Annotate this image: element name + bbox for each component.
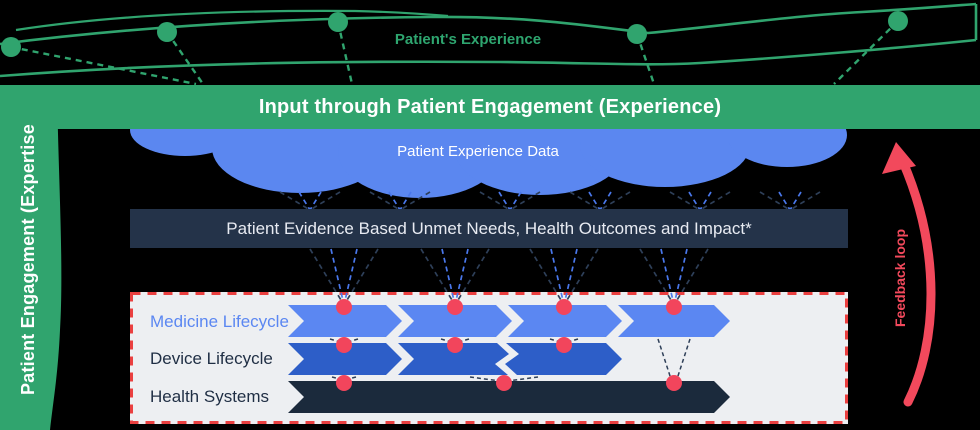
medicine-lifecycle-label: Medicine Lifecycle — [150, 312, 289, 331]
dashed-connector — [778, 191, 791, 211]
left-bar-title: Patient Engagement (Expertise — [17, 123, 38, 395]
medicine-segment — [618, 305, 730, 337]
dashed-connector — [329, 338, 345, 344]
device-segment — [505, 343, 622, 375]
dashed-connector — [454, 248, 469, 306]
dashed-connector — [599, 191, 612, 211]
evidence-bar — [130, 209, 848, 248]
dashed-connector — [588, 191, 601, 211]
dashed-connector — [789, 191, 802, 211]
dashed-connector — [399, 191, 431, 211]
dashed-connector — [699, 191, 712, 211]
medicine-touchpoint-dot — [666, 299, 682, 315]
top-bar-title: Input through Patient Engagement (Experi… — [258, 95, 722, 118]
dashed-connector — [309, 191, 341, 211]
lifecycle-arrows — [288, 299, 730, 413]
dashed-connector — [309, 248, 345, 306]
dashed-connector — [498, 191, 511, 211]
ribbon-dashed-trails — [10, 20, 899, 86]
dashed-connector — [441, 248, 456, 306]
dashed-connector — [369, 191, 401, 211]
dashed-connector — [279, 191, 311, 211]
input-engagement-bar — [0, 85, 980, 129]
dashed-connector — [330, 248, 345, 306]
dashed-connector — [569, 191, 601, 211]
dashed-connector — [660, 248, 675, 306]
device-touchpoint-dot — [556, 337, 572, 353]
dashed-connector — [343, 338, 359, 344]
health-segment — [288, 381, 730, 413]
medicine-touchpoint-dot — [336, 299, 352, 315]
dashed-connector — [343, 248, 379, 306]
dashed-connector — [563, 248, 578, 306]
dashed-connector — [688, 191, 701, 211]
medicine-segment — [398, 305, 512, 337]
dashed-connector — [563, 248, 599, 306]
dashed-connector — [673, 248, 709, 306]
dashed-connector — [420, 248, 456, 306]
health-touchpoint-dot — [666, 375, 682, 391]
dashed-connector — [669, 191, 701, 211]
dashed-connector — [343, 248, 358, 306]
dashed-connector — [469, 376, 501, 382]
dashed-connector — [479, 191, 511, 211]
dashed-connectors — [279, 191, 821, 382]
health-systems-label: Health Systems — [150, 387, 270, 406]
dashed-connector — [507, 376, 539, 382]
feedback-loop-label: Feedback loop — [892, 228, 908, 328]
evidence-bar-label: Patient Evidence Based Unmet Needs, Heal… — [226, 218, 752, 238]
dashed-connector — [550, 248, 565, 306]
dashed-connector — [599, 191, 631, 211]
device-segment — [398, 343, 509, 375]
dashed-connector — [388, 191, 401, 211]
device-lifecycle-label: Device Lifecycle — [150, 349, 273, 368]
ribbon-dots — [1, 11, 908, 57]
dashed-connector — [673, 248, 688, 306]
device-touchpoint-dot — [447, 337, 463, 353]
dashed-connector — [509, 191, 541, 211]
dashed-connector — [298, 191, 311, 211]
dashed-connector — [309, 191, 322, 211]
health-touchpoint-dot — [336, 375, 352, 391]
dashed-connector — [563, 338, 579, 344]
cloud-label: Patient Experience Data — [397, 143, 559, 160]
dashed-connector — [509, 191, 522, 211]
feedback-arrow — [882, 142, 936, 407]
feedback-loop: Feedback loop — [845, 218, 955, 338]
dashed-connector — [699, 191, 731, 211]
dashed-connector — [440, 338, 456, 344]
ribbon-label: Patient's Experience — [394, 31, 542, 48]
dashed-connector — [454, 248, 490, 306]
medicine-segment — [288, 305, 402, 337]
experience-ribbon — [0, 2, 978, 86]
medicine-touchpoint-dot — [447, 299, 463, 315]
dashed-connector — [549, 338, 565, 344]
left-bar: Patient Engagement (Expertise — [0, 88, 56, 430]
dashed-connector — [529, 248, 565, 306]
expertise-side-bar — [0, 85, 62, 430]
dashed-connector — [759, 191, 791, 211]
dashed-connector — [399, 191, 412, 211]
dashed-connector — [454, 338, 470, 344]
device-touchpoint-dot — [336, 337, 352, 353]
medicine-touchpoint-dot — [556, 299, 572, 315]
device-segment — [288, 343, 402, 375]
medicine-segment — [508, 305, 622, 337]
dashed-connector — [639, 248, 675, 306]
dashed-connector — [789, 191, 821, 211]
dashed-connector — [676, 338, 691, 380]
dashed-connector — [657, 338, 672, 380]
health-touchpoint-dot — [496, 375, 512, 391]
